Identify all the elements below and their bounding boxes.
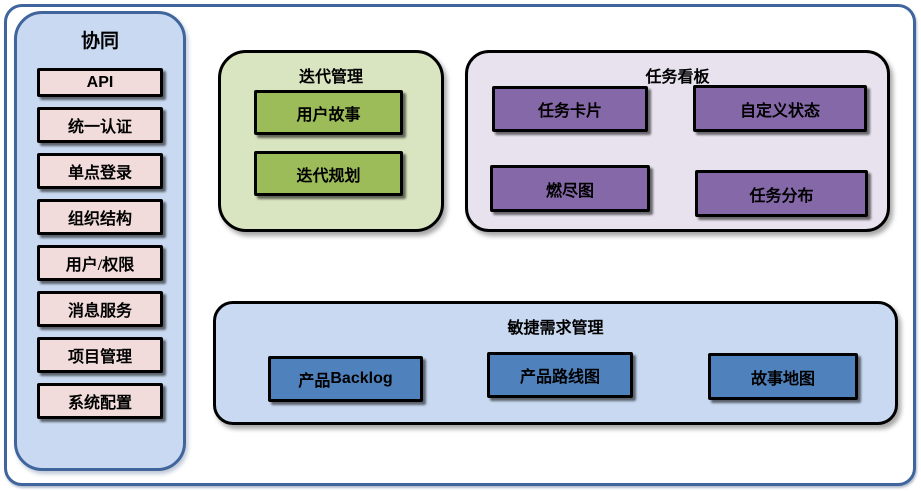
sidebar-item-label: 单点登录 xyxy=(67,165,132,182)
kanban-panel-title: 任务看板 xyxy=(645,69,710,86)
node-custom-state: 自定义状态 xyxy=(693,85,867,132)
sidebar-item-message-service: 消息服务 xyxy=(37,291,163,327)
node-label: 迭代规划 xyxy=(296,167,361,185)
sidebar-item-project-management: 项目管理 xyxy=(37,337,163,373)
node-product-roadmap: 产品路线图 xyxy=(487,352,633,398)
sidebar-item-label: 消息服务 xyxy=(67,303,132,320)
node-label: 任务卡片 xyxy=(537,103,602,120)
sidebar-item-label: 用户/权限 xyxy=(65,257,135,274)
iteration-panel-title: 迭代管理 xyxy=(298,69,363,86)
sidebar-item-api: API xyxy=(37,68,163,97)
sidebar-item-label: 组织结构 xyxy=(67,211,132,228)
sidebar-item-label-en: API xyxy=(86,73,114,91)
node-burndown-chart: 燃尽图 xyxy=(490,165,650,212)
iteration-panel: 迭代管理 用户故事 迭代规划 xyxy=(218,50,444,232)
collaboration-panel: 协同 API 统一认证 单点登录 组织结构 用户/权限 消息服务 项目管理 系统… xyxy=(14,11,186,471)
sidebar-item-label: 项目管理 xyxy=(67,349,132,366)
sidebar-item-user-permission: 用户/权限 xyxy=(37,245,163,281)
node-user-story: 用户故事 xyxy=(254,90,403,135)
sidebar-item-label: 系统配置 xyxy=(67,395,132,412)
node-label: 产品路线图 xyxy=(519,369,600,386)
kanban-panel: 任务看板 任务卡片 自定义状态 燃尽图 任务分布 xyxy=(465,50,890,232)
node-label: 自定义状态 xyxy=(739,102,820,120)
collaboration-panel-title: 协同 xyxy=(80,31,119,52)
node-task-card: 任务卡片 xyxy=(492,86,648,132)
node-iteration-planning: 迭代规划 xyxy=(254,151,403,196)
node-label: 故事地图 xyxy=(750,370,815,388)
node-story-map: 故事地图 xyxy=(708,353,858,400)
node-label: 用户故事 xyxy=(296,106,361,124)
requirements-panel-title: 敏捷需求管理 xyxy=(507,320,604,337)
sidebar-item-label: 统一认证 xyxy=(67,119,132,136)
sidebar-item-system-config: 系统配置 xyxy=(37,383,163,419)
sidebar-item-sso: 单点登录 xyxy=(37,153,163,189)
sidebar-item-unified-auth: 统一认证 xyxy=(37,107,163,143)
node-label: 产品 xyxy=(298,373,331,390)
node-label: 任务分布 xyxy=(749,187,814,205)
node-label: 燃尽图 xyxy=(545,182,594,200)
sidebar-item-org-structure: 组织结构 xyxy=(37,199,163,235)
node-label-en: Backlog xyxy=(330,370,393,387)
node-task-distribution: 任务分布 xyxy=(695,170,868,217)
